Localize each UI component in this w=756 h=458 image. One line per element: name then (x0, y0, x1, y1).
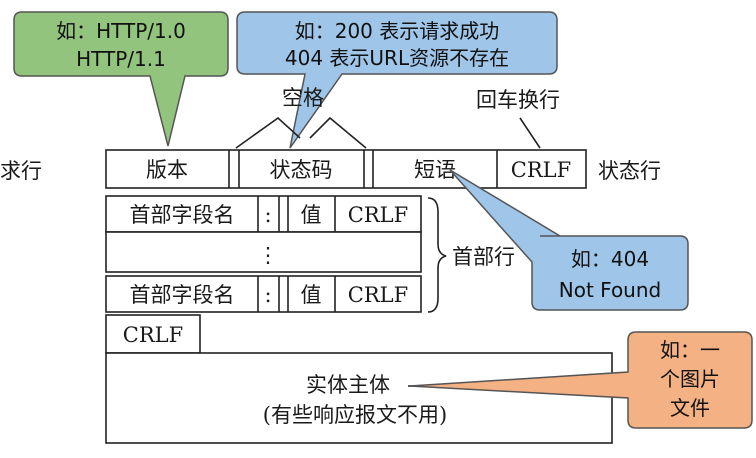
entity-body-title: 实体主体 (306, 373, 390, 397)
entity-body: 实体主体 (有些响应报文不用) (105, 352, 630, 444)
header-row-box (105, 275, 422, 313)
crlf-top-label: 回车换行 (476, 88, 560, 112)
phrase-callout-shape (449, 169, 689, 311)
phrase-callout: 如：404 Not Found (449, 169, 689, 311)
ellipsis-row-box (105, 231, 422, 273)
space-label: 空格 (282, 86, 324, 110)
header-colon: : (264, 203, 271, 227)
status-code-callout: 如：200 表示请求成功 404 表示URL资源不存在 (236, 11, 558, 149)
space-pointer-right (309, 116, 367, 149)
phrase-callout-line2: Not Found (559, 278, 661, 302)
status-code-field: 状态码 (270, 158, 333, 182)
status-code-callout-line1: 如：200 表示请求成功 (295, 19, 500, 43)
entity-callout-line3: 文件 (670, 396, 710, 420)
status-line-row: 版本 状态码 短语 CRLF (105, 149, 587, 189)
crlf-top-pointer (519, 117, 541, 149)
blank-line-crlf: CRLF (123, 323, 183, 347)
header-brace (427, 197, 447, 313)
header-field-name: 首部字段名 (130, 283, 235, 307)
phrase-field: 短语 (414, 158, 456, 182)
entity-callout-line2: 个图片 (660, 367, 720, 391)
entity-callout: 如：一 个图片 文件 (409, 331, 753, 429)
entity-callout-line1: 如：一 (660, 338, 720, 362)
request-line-partial-label: 求行 (0, 159, 42, 183)
version-callout-line1: 如：HTTP/1.0 (56, 19, 186, 43)
entity-body-box (105, 352, 613, 444)
version-callout-line2: HTTP/1.1 (76, 47, 166, 71)
version-callout: 如：HTTP/1.0 HTTP/1.1 (13, 11, 229, 147)
header-crlf: CRLF (348, 283, 408, 307)
ellipsis: ⋮ (258, 243, 279, 267)
status-crlf-field: CRLF (511, 158, 571, 182)
header-value: 值 (301, 283, 322, 307)
header-ellipsis-row: ⋮ (105, 231, 422, 273)
entity-callout-shape (409, 331, 753, 429)
status-code-callout-line2: 404 表示URL资源不存在 (285, 46, 509, 70)
status-line-box (105, 149, 587, 189)
status-line-label: 状态行 (598, 159, 661, 183)
header-value: 值 (301, 203, 322, 227)
header-field-name: 首部字段名 (130, 203, 235, 227)
header-row-2: 首部字段名 : 值 CRLF (105, 275, 422, 313)
header-crlf: CRLF (348, 203, 408, 227)
version-field: 版本 (146, 158, 188, 182)
header-lines-label: 首部行 (452, 245, 515, 269)
header-row-1: 首部字段名 : 值 CRLF (105, 195, 422, 233)
header-colon: : (264, 283, 271, 307)
space-pointer-left (235, 116, 301, 149)
status-code-callout-shape (236, 11, 558, 149)
version-callout-shape (13, 11, 229, 147)
entity-body-note: (有些响应报文不用) (263, 403, 447, 427)
phrase-callout-line1: 如：404 (571, 247, 649, 271)
